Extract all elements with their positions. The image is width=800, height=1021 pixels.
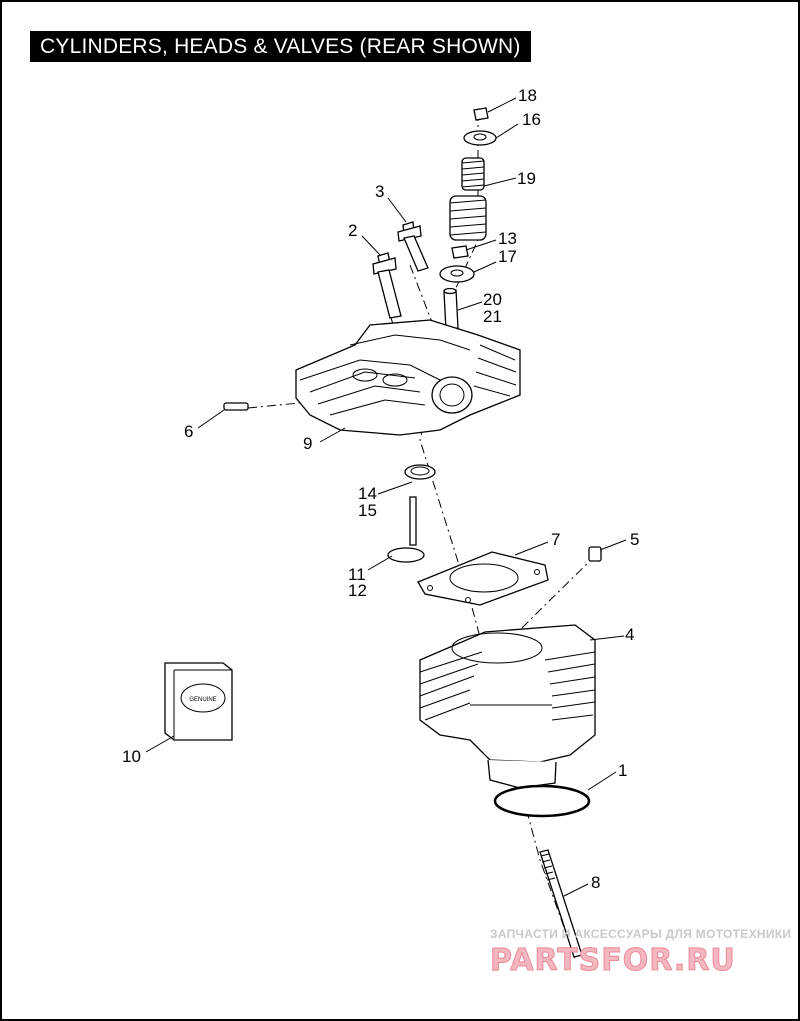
part-17-spring-seat <box>439 265 475 283</box>
part-5-dowel <box>588 546 602 562</box>
centerline-plug-6 <box>247 399 331 409</box>
callout-5: 5 <box>630 530 639 549</box>
part-1-o-ring <box>493 784 591 818</box>
callout-1: 1 <box>618 761 627 780</box>
watermark-brand: PARTSFOR.RU <box>490 943 736 978</box>
callout-2: 2 <box>348 221 357 240</box>
callout-13: 13 <box>498 229 517 248</box>
part-8-cylinder-stud <box>539 849 583 958</box>
callout-6: 6 <box>184 422 193 441</box>
callout-4: 4 <box>625 625 634 644</box>
part-3-rocker-pushrod <box>397 221 429 272</box>
callout-3: 3 <box>375 182 384 201</box>
part-19-valve-springs <box>449 157 487 241</box>
callout-10: 10 <box>122 747 141 766</box>
page-title: CYLINDERS, HEADS & VALVES (REAR SHOWN) <box>30 31 531 62</box>
watermark-tagline: ЗАПЧАСТИ И АКСЕССУАРЫ ДЛЯ МОТОТЕХНИКИ <box>490 927 791 941</box>
callout-11: 11 <box>348 565 366 584</box>
part-6-plug <box>223 402 249 411</box>
callout-15: 15 <box>358 501 377 520</box>
leader-lines <box>145 97 627 897</box>
callout-8: 8 <box>591 873 600 892</box>
callout-14: 14 <box>358 484 377 503</box>
callout-18: 18 <box>518 86 537 105</box>
part-16-spring-collar <box>463 130 497 146</box>
watermark: ЗАПЧАСТИ И АКСЕССУАРЫ ДЛЯ МОТОТЕХНИКИ PA… <box>490 927 792 979</box>
kit-logo-lettering: GENUINE <box>189 697 216 703</box>
part-14-15-valve-seat <box>404 464 436 480</box>
callout-12: 12 <box>348 581 367 600</box>
callout-16: 16 <box>522 110 541 129</box>
part-13-valve-seal <box>451 245 469 259</box>
centerline-dowel-5 <box>489 554 597 661</box>
callout-19: 19 <box>517 169 536 188</box>
callout-17: 17 <box>498 247 517 266</box>
part-11-12-valve <box>387 496 425 563</box>
callout-21: 21 <box>483 307 502 326</box>
part-10-service-kit: GENUINE <box>164 662 233 741</box>
callout-labels: 18 16 19 3 2 13 17 20 21 6 9 14 15 7 5 1… <box>122 86 639 892</box>
callout-9: 9 <box>303 434 312 453</box>
part-7-head-gasket <box>417 551 549 606</box>
part-2-rocker-pushrod <box>372 252 402 319</box>
callout-7: 7 <box>551 530 560 549</box>
centerline-pushrod-3 <box>409 264 436 331</box>
part-9-cylinder-head <box>295 319 521 436</box>
callout-20: 20 <box>483 290 502 309</box>
part-20-21-valve-guide <box>443 287 459 331</box>
part-18-valve-keeper <box>473 107 489 121</box>
part-4-cylinder <box>419 624 596 789</box>
